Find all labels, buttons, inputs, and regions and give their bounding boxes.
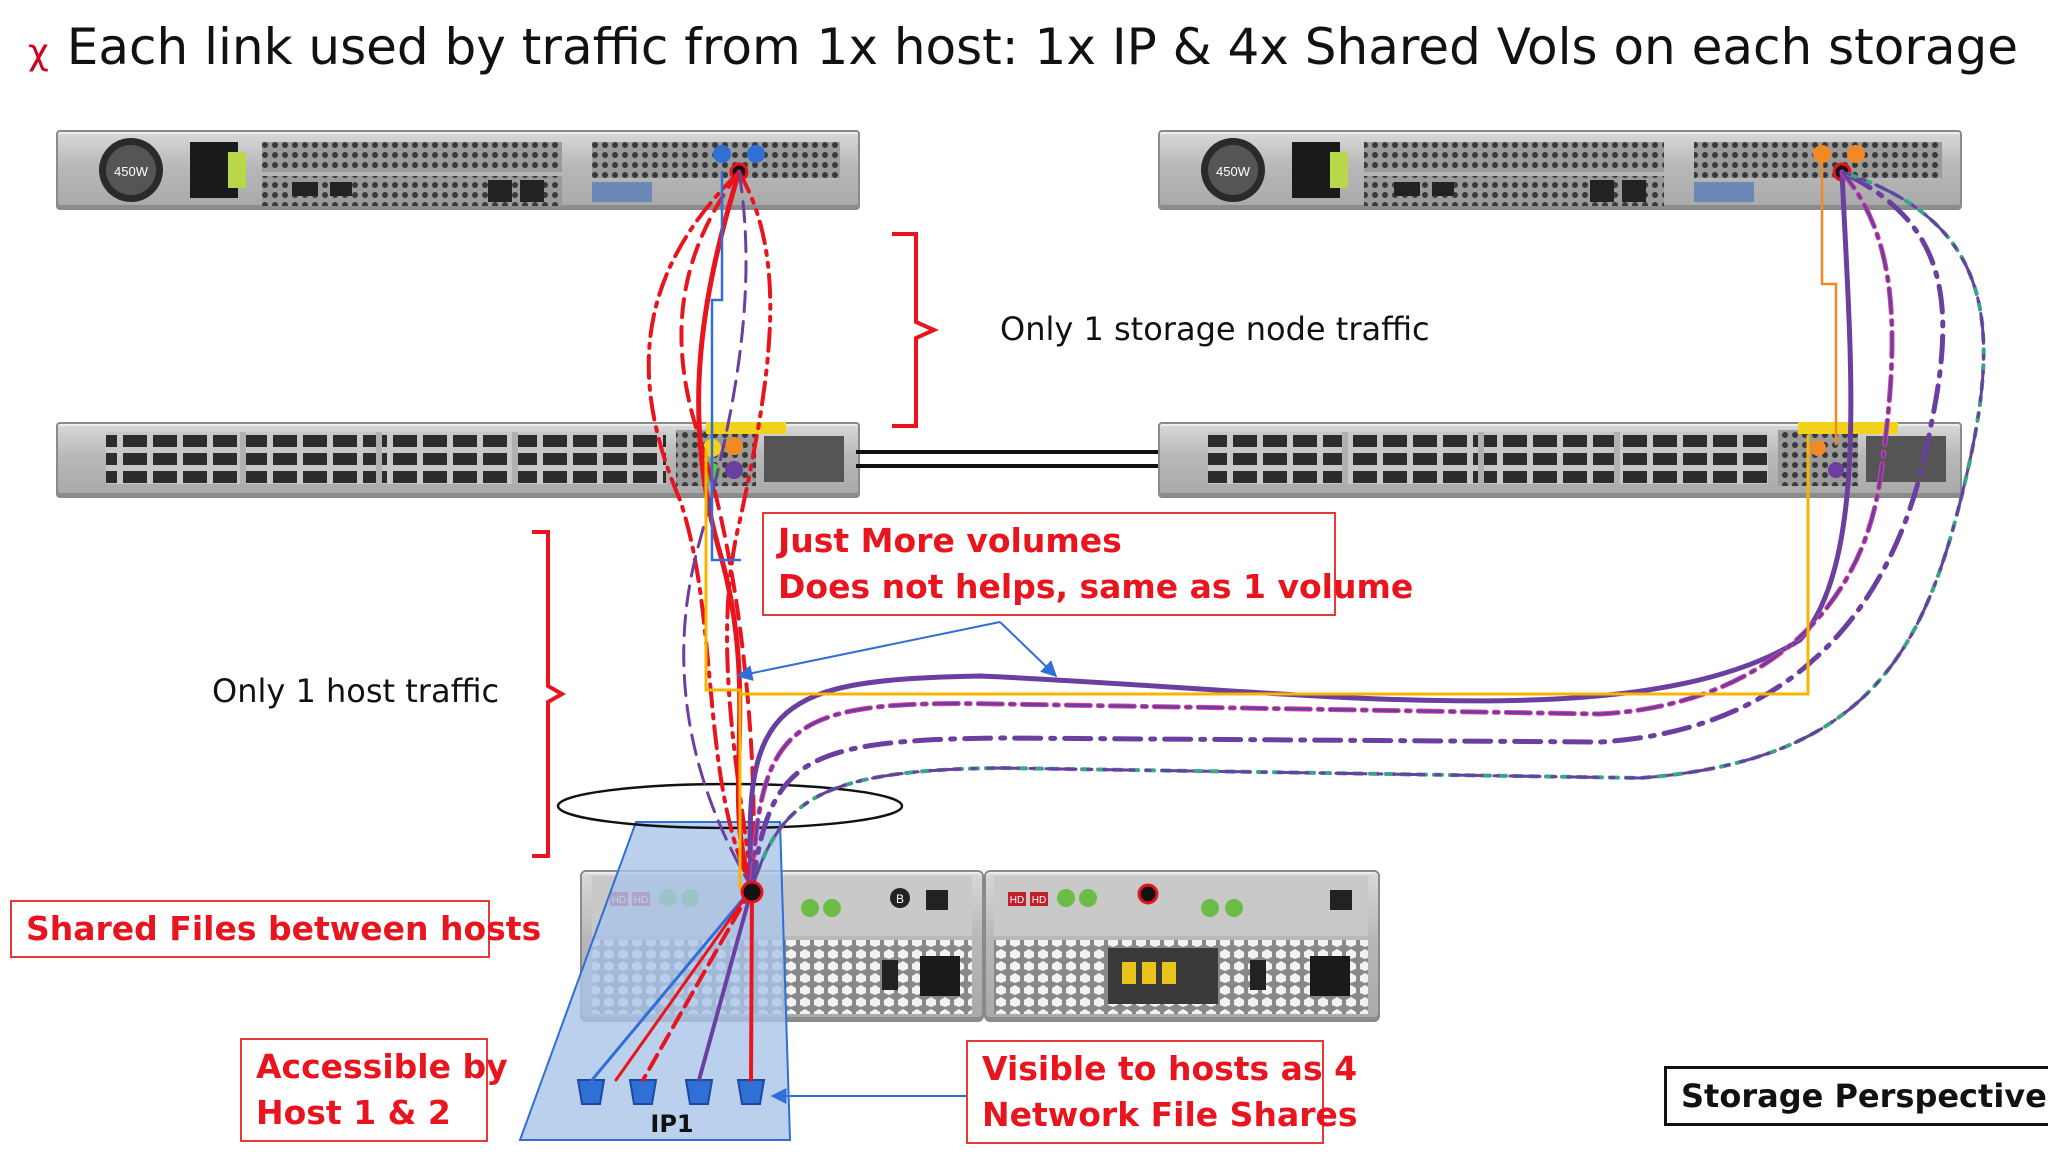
shared-files-callout: Shared Files between hosts [10, 900, 541, 958]
storage-perspective-badge: Storage Perspective [1664, 1066, 2048, 1126]
volume-icons [576, 1079, 766, 1105]
slide-title: χ Each link used by traffic from 1x host… [28, 12, 2018, 82]
visible-callout-line2: Network File Shares [982, 1095, 1358, 1134]
storage-node-traffic-label: Only 1 storage node traffic [1000, 310, 1430, 348]
storage-controller-b-details: HD HD [994, 876, 1368, 1014]
module-tag: B [896, 892, 904, 906]
host-traffic-label: Only 1 host traffic [212, 672, 500, 710]
volumes-callout: Just More volumes Does not helps, same a… [762, 512, 1414, 616]
psu-label: 450W [114, 164, 149, 179]
brace-storage-node [892, 232, 939, 428]
inter-switch-link [856, 450, 1158, 468]
switch-left-details [106, 422, 844, 486]
ip-label: IP1 [650, 1110, 693, 1138]
server-right-details: 450W [1201, 138, 1942, 206]
server-left-details: 450W [99, 138, 840, 206]
accessible-callout-line1: Accessible by [256, 1047, 508, 1086]
drive-tag: HD [1010, 895, 1024, 906]
accessible-callout: Accessible by Host 1 & 2 [240, 1038, 508, 1142]
visible-callout-line1: Visible to hosts as 4 [982, 1049, 1358, 1088]
drive-tag: HD [1032, 895, 1046, 906]
psu-label: 450W [1216, 164, 1251, 179]
title-text: Each link used by traffic from 1x host: … [66, 18, 2019, 76]
brace-host [532, 530, 567, 858]
pointer-arrows [736, 621, 1058, 1104]
accessible-callout-line2: Host 1 & 2 [256, 1093, 451, 1132]
visible-callout: Visible to hosts as 4 Network File Share… [966, 1040, 1358, 1144]
volumes-callout-line2: Does not helps, same as 1 volume [778, 567, 1414, 606]
ip-share-triangle [518, 821, 792, 1141]
bullet-icon: χ [28, 31, 49, 73]
cables [590, 158, 1986, 1082]
volumes-callout-line1: Just More volumes [778, 521, 1122, 560]
switch-right-details [1208, 422, 1946, 486]
